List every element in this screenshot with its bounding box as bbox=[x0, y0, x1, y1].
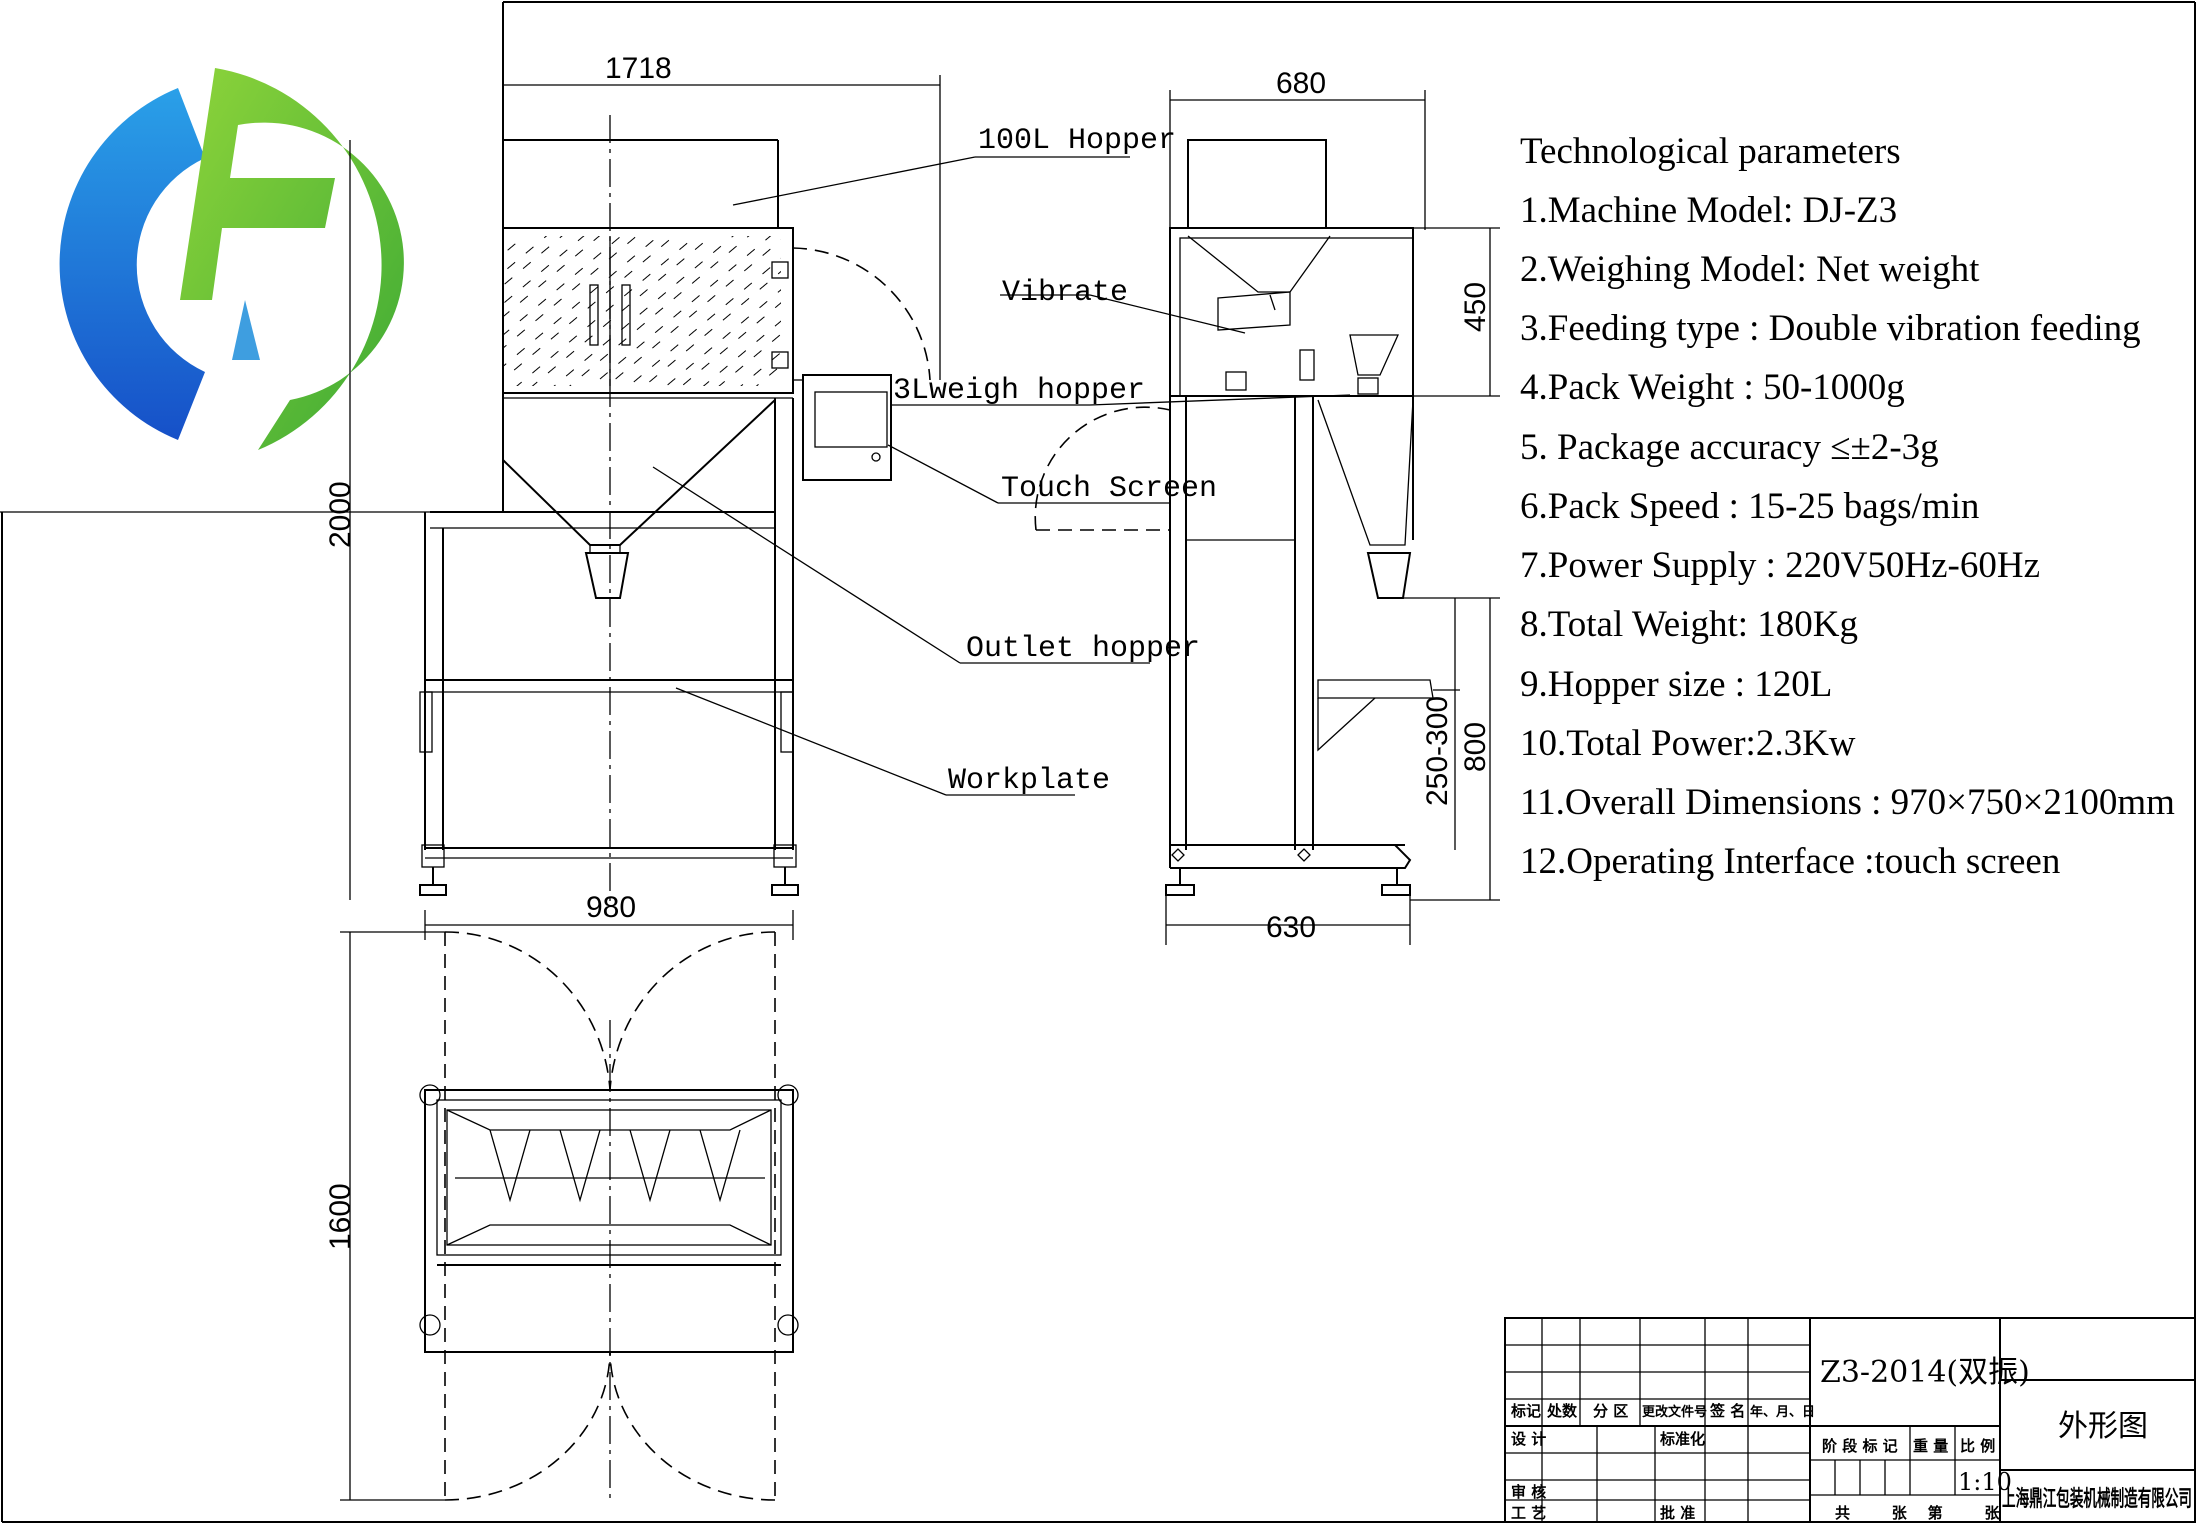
label-weigh-hopper: 3Lweigh hopper bbox=[893, 374, 1145, 408]
tb-drawing-no: Z3-2014(双振) bbox=[1820, 1355, 2030, 1390]
top-view: 1600 bbox=[324, 931, 799, 1501]
dim-680: 680 bbox=[1276, 67, 1326, 100]
parameters-title: Technological parameters bbox=[1520, 131, 1901, 172]
tb-company: 上海鼎江包装机械制造有限公司 bbox=[2002, 1486, 2192, 1512]
front-view bbox=[419, 115, 799, 905]
door-swing-arc bbox=[792, 247, 931, 381]
tb-mark: 标记 bbox=[1510, 1402, 1541, 1420]
tb-standardize: 标准化 bbox=[1659, 1430, 1705, 1448]
label-outlet-hopper: Outlet hopper bbox=[966, 632, 1200, 666]
tb-stage-mark: 阶 段 标 记 bbox=[1822, 1437, 1898, 1455]
param-item: 11.Overall Dimensions : 970×750×2100mm bbox=[1520, 782, 2175, 823]
tb-design: 设 计 bbox=[1511, 1430, 1546, 1448]
tb-sign: 签 名 bbox=[1709, 1402, 1745, 1420]
param-item: 9.Hopper size : 120L bbox=[1520, 664, 1832, 705]
dim-250-300: 250-300 bbox=[1421, 696, 1454, 806]
tb-drawing-name: 外形图 bbox=[2058, 1409, 2148, 1444]
label-workplate: Workplate bbox=[948, 764, 1110, 798]
tb-weight: 重 量 bbox=[1913, 1437, 1948, 1455]
front-leaders: 100L Hopper Touch Screen Outlet hopper W… bbox=[652, 124, 1217, 798]
label-vibrate: Vibrate bbox=[1002, 276, 1128, 310]
company-logo bbox=[59, 68, 404, 450]
label-touch-screen: Touch Screen bbox=[1001, 472, 1217, 506]
tb-doc-no: 更改文件号 bbox=[1642, 1404, 1707, 1420]
tb-ratio: 比 例 bbox=[1960, 1437, 1995, 1455]
dim-1718: 1718 bbox=[605, 52, 672, 85]
side-dimensions: 680 450 250-300 800 630 Vibrate 3Lweigh … bbox=[890, 67, 1500, 945]
param-item: 12.Operating Interface :touch screen bbox=[1520, 841, 2060, 882]
dim-2000: 2000 bbox=[324, 481, 357, 548]
tb-zone: 分 区 bbox=[1593, 1402, 1628, 1420]
title-block: 标记 处数 分 区 更改文件号 签 名 年、月、日 设 计 标准化 审 核 工 … bbox=[1504, 1317, 2196, 1523]
tb-date: 年、月、日 bbox=[1750, 1404, 1815, 1420]
param-item: 7.Power Supply : 220V50Hz-60Hz bbox=[1520, 545, 2040, 586]
param-item: 1.Machine Model: DJ-Z3 bbox=[1520, 190, 1897, 231]
touch-screen bbox=[793, 374, 892, 481]
dim-800: 800 bbox=[1459, 722, 1492, 772]
tb-approve: 批 准 bbox=[1660, 1504, 1695, 1522]
tb-check: 审 核 bbox=[1511, 1483, 1546, 1501]
param-item: 3.Feeding type : Double vibration feedin… bbox=[1520, 308, 2141, 349]
param-item: 10.Total Power:2.3Kw bbox=[1520, 723, 1856, 764]
dim-630: 630 bbox=[1266, 911, 1316, 944]
side-view bbox=[1034, 139, 1434, 896]
tb-sheets: 共 张 第 张 bbox=[1835, 1504, 2000, 1522]
parameters-block: Technological parameters 1.Machine Model… bbox=[1520, 131, 2175, 882]
param-item: 6.Pack Speed : 15-25 bags/min bbox=[1520, 486, 1979, 527]
param-item: 4.Pack Weight : 50-1000g bbox=[1520, 367, 1905, 408]
tb-scale: 1:10 bbox=[1958, 1468, 2012, 1496]
tb-count: 处数 bbox=[1546, 1402, 1578, 1420]
tb-process: 工 艺 bbox=[1511, 1504, 1546, 1522]
dim-1600: 1600 bbox=[324, 1183, 357, 1250]
dim-980: 980 bbox=[586, 891, 636, 924]
param-item: 2.Weighing Model: Net weight bbox=[1520, 249, 1980, 290]
label-hopper: 100L Hopper bbox=[978, 124, 1176, 158]
front-dimensions: 1718 2000 980 bbox=[324, 52, 941, 940]
param-item: 5. Package accuracy ≤±2-3g bbox=[1520, 427, 1939, 468]
param-item: 8.Total Weight: 180Kg bbox=[1520, 604, 1858, 645]
dim-450: 450 bbox=[1459, 282, 1492, 332]
